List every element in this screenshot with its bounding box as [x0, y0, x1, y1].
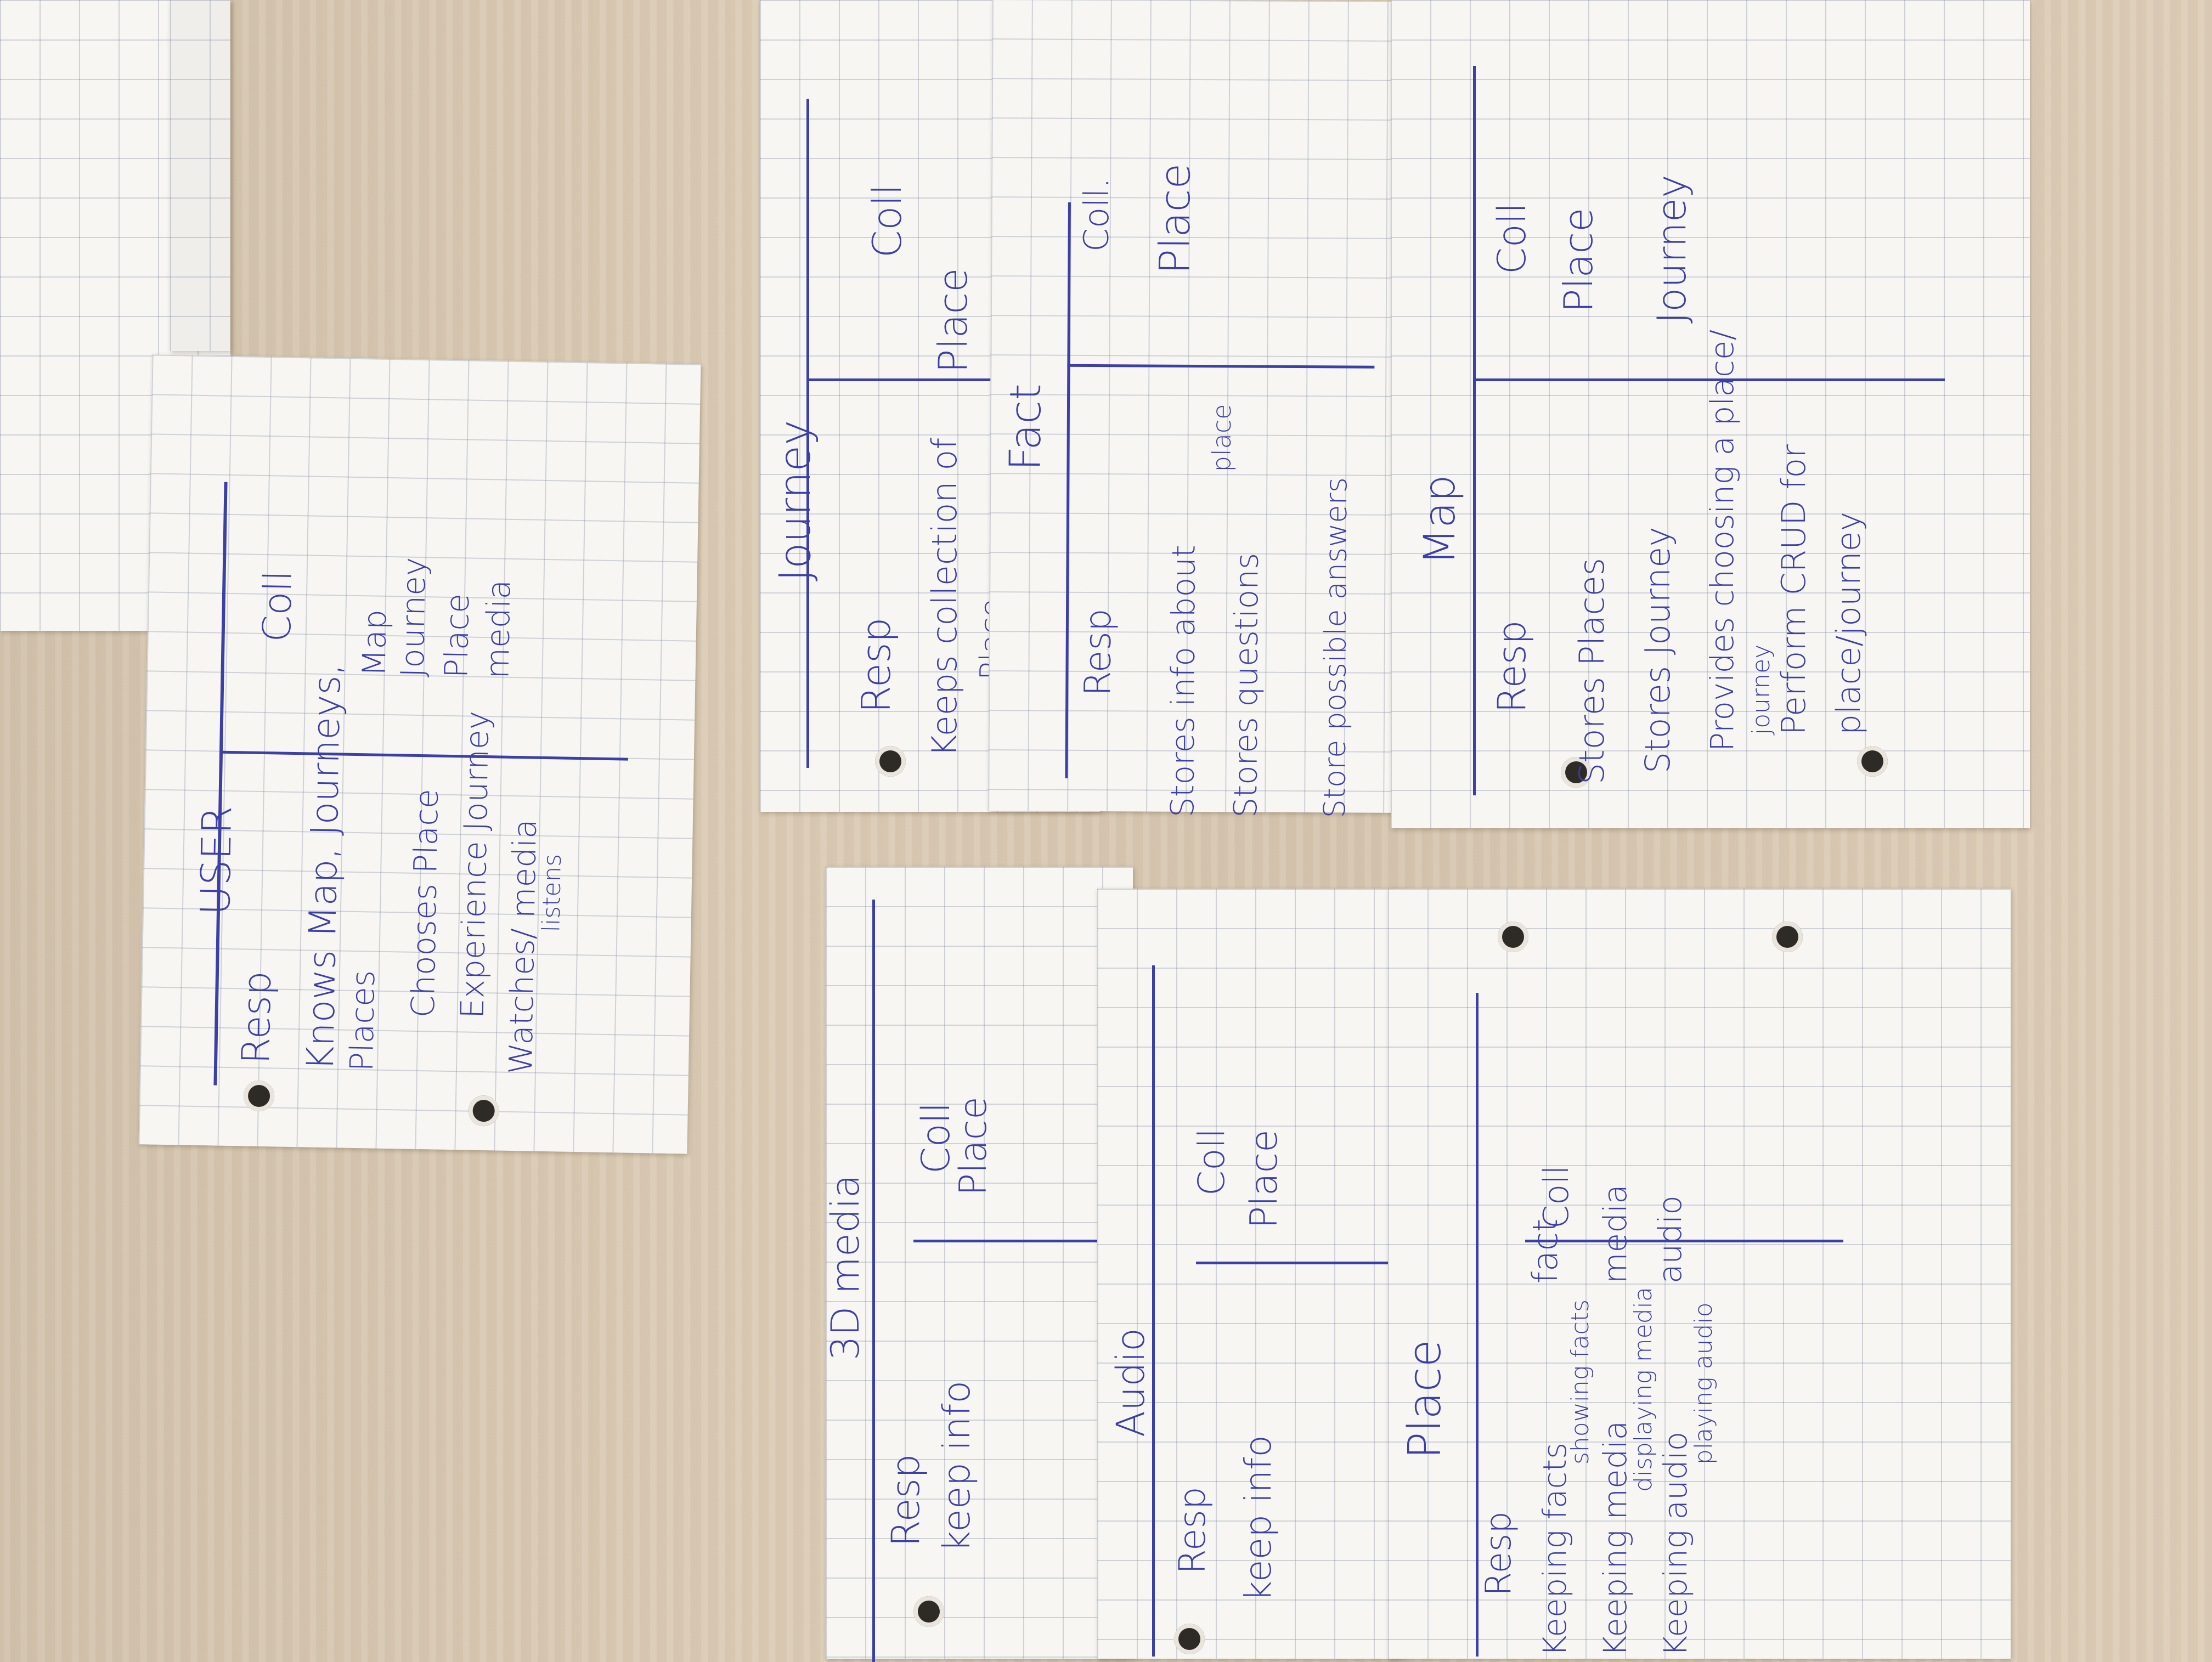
resp-line: Knows Map, Journeys, [298, 663, 349, 1071]
card-place: Place Resp Coll Keeping facts showing fa… [1388, 889, 2011, 1659]
coll-line: fact [1525, 1218, 1565, 1284]
card-title: Map [1415, 474, 1465, 565]
resp-line: keep info [935, 1381, 979, 1552]
resp-line: Keeping audio [1657, 1431, 1694, 1657]
card-divider [1476, 993, 1479, 1657]
coll-line: Place [437, 593, 477, 679]
card-divider [1065, 202, 1071, 778]
card-title: Audio [1108, 1328, 1153, 1437]
card-divider [1196, 1262, 1404, 1264]
punch-hole [913, 1596, 944, 1627]
resp-line: Places [342, 970, 382, 1072]
card-title: Journey [771, 420, 820, 581]
resp-line: playing audio [1690, 1302, 1718, 1465]
resp-line: Keeping media [1596, 1420, 1634, 1657]
resp-line: Store possible answers [1317, 477, 1354, 818]
card-divider [1152, 965, 1155, 1657]
coll-line: Place [1555, 207, 1601, 313]
resp-line: Stores Places [1572, 557, 1612, 784]
resp-label: Resp [1171, 1486, 1214, 1574]
card-title: 3D media [823, 1174, 868, 1360]
punch-hole [1498, 922, 1528, 952]
coll-line: Place [930, 268, 976, 373]
resp-line: Chooses Place [404, 788, 445, 1018]
coll-line: Journey [1649, 174, 1695, 324]
resp-label: Resp [1489, 620, 1534, 713]
card-map: Map Resp Coll Stores Places Stores Journ… [1391, 0, 2030, 828]
paper-sheet-top-left-behind [170, 0, 230, 351]
resp-line: place [1206, 404, 1237, 472]
resp-line: Experience Journey [453, 710, 496, 1019]
resp-line: Perform CRUD for [1775, 444, 1813, 735]
resp-line: listens [537, 853, 567, 932]
resp-line: Watches/ media [501, 818, 544, 1075]
coll-line: Place [1150, 163, 1200, 275]
card-divider [1067, 364, 1375, 369]
resp-line: keep info [1237, 1435, 1279, 1602]
resp-line: Stores Journey [1638, 527, 1678, 773]
card-3d-media: 3D media Resp Coll keep info Place [823, 867, 1133, 1662]
punch-hole [1772, 922, 1803, 952]
card-audio: Audio Resp Coll keep info Place [1097, 889, 1404, 1659]
resp-line: Stores questions [1227, 552, 1266, 818]
resp-line: showing facts [1566, 1299, 1594, 1465]
resp-line: Keeps collection of [924, 437, 964, 757]
card-divider [1473, 66, 1476, 795]
coll-label: Coll [1489, 202, 1534, 274]
punch-hole [1561, 757, 1592, 788]
coll-line: Journey [393, 557, 433, 678]
card-user: USER Resp Coll Knows Map, Journeys, Plac… [138, 354, 701, 1154]
resp-line: journey [1747, 644, 1775, 735]
coll-label: Coll [1190, 1128, 1233, 1196]
card-divider [1525, 1240, 1843, 1242]
coll-line: Place [952, 1096, 995, 1196]
resp-line: Stores info about [1164, 545, 1203, 818]
card-divider [806, 99, 809, 768]
card-divider [213, 482, 228, 1086]
card-divider [222, 750, 628, 761]
card-divider [872, 900, 875, 1662]
card-title: USER [191, 805, 241, 916]
coll-line: Place [1243, 1129, 1286, 1229]
resp-label: Resp [233, 970, 280, 1065]
coll-line: media [478, 579, 518, 680]
resp-label: Resp [853, 617, 899, 713]
resp-line: displaying media [1629, 1287, 1657, 1492]
resp-label: Resp [883, 1454, 928, 1547]
card-title: Fact [1001, 383, 1051, 471]
card-divider [806, 378, 1092, 381]
resp-line: Provides choosing a place/ [1703, 329, 1741, 751]
resp-label: Resp [1076, 608, 1120, 697]
card-divider [1473, 378, 1945, 381]
coll-label: Coll [864, 184, 910, 258]
punch-hole [1857, 746, 1888, 777]
resp-line: place/journey [1830, 511, 1868, 735]
card-title: Place [1399, 1339, 1451, 1459]
punch-hole [1174, 1624, 1205, 1654]
coll-line: media [1596, 1184, 1634, 1284]
punch-hole [243, 1080, 275, 1112]
punch-hole [468, 1095, 500, 1127]
coll-line: audio [1651, 1195, 1689, 1284]
punch-hole [875, 746, 906, 777]
card-divider [913, 1240, 1133, 1242]
coll-label: Coll. [1076, 177, 1117, 252]
resp-line: Keeping facts [1536, 1442, 1573, 1657]
card-fact: Fact Resp Coll. Stores info about place … [988, 0, 1398, 818]
resp-label: Resp [1479, 1511, 1519, 1596]
coll-label: Coll [254, 570, 301, 643]
coll-line: Map [355, 609, 394, 677]
